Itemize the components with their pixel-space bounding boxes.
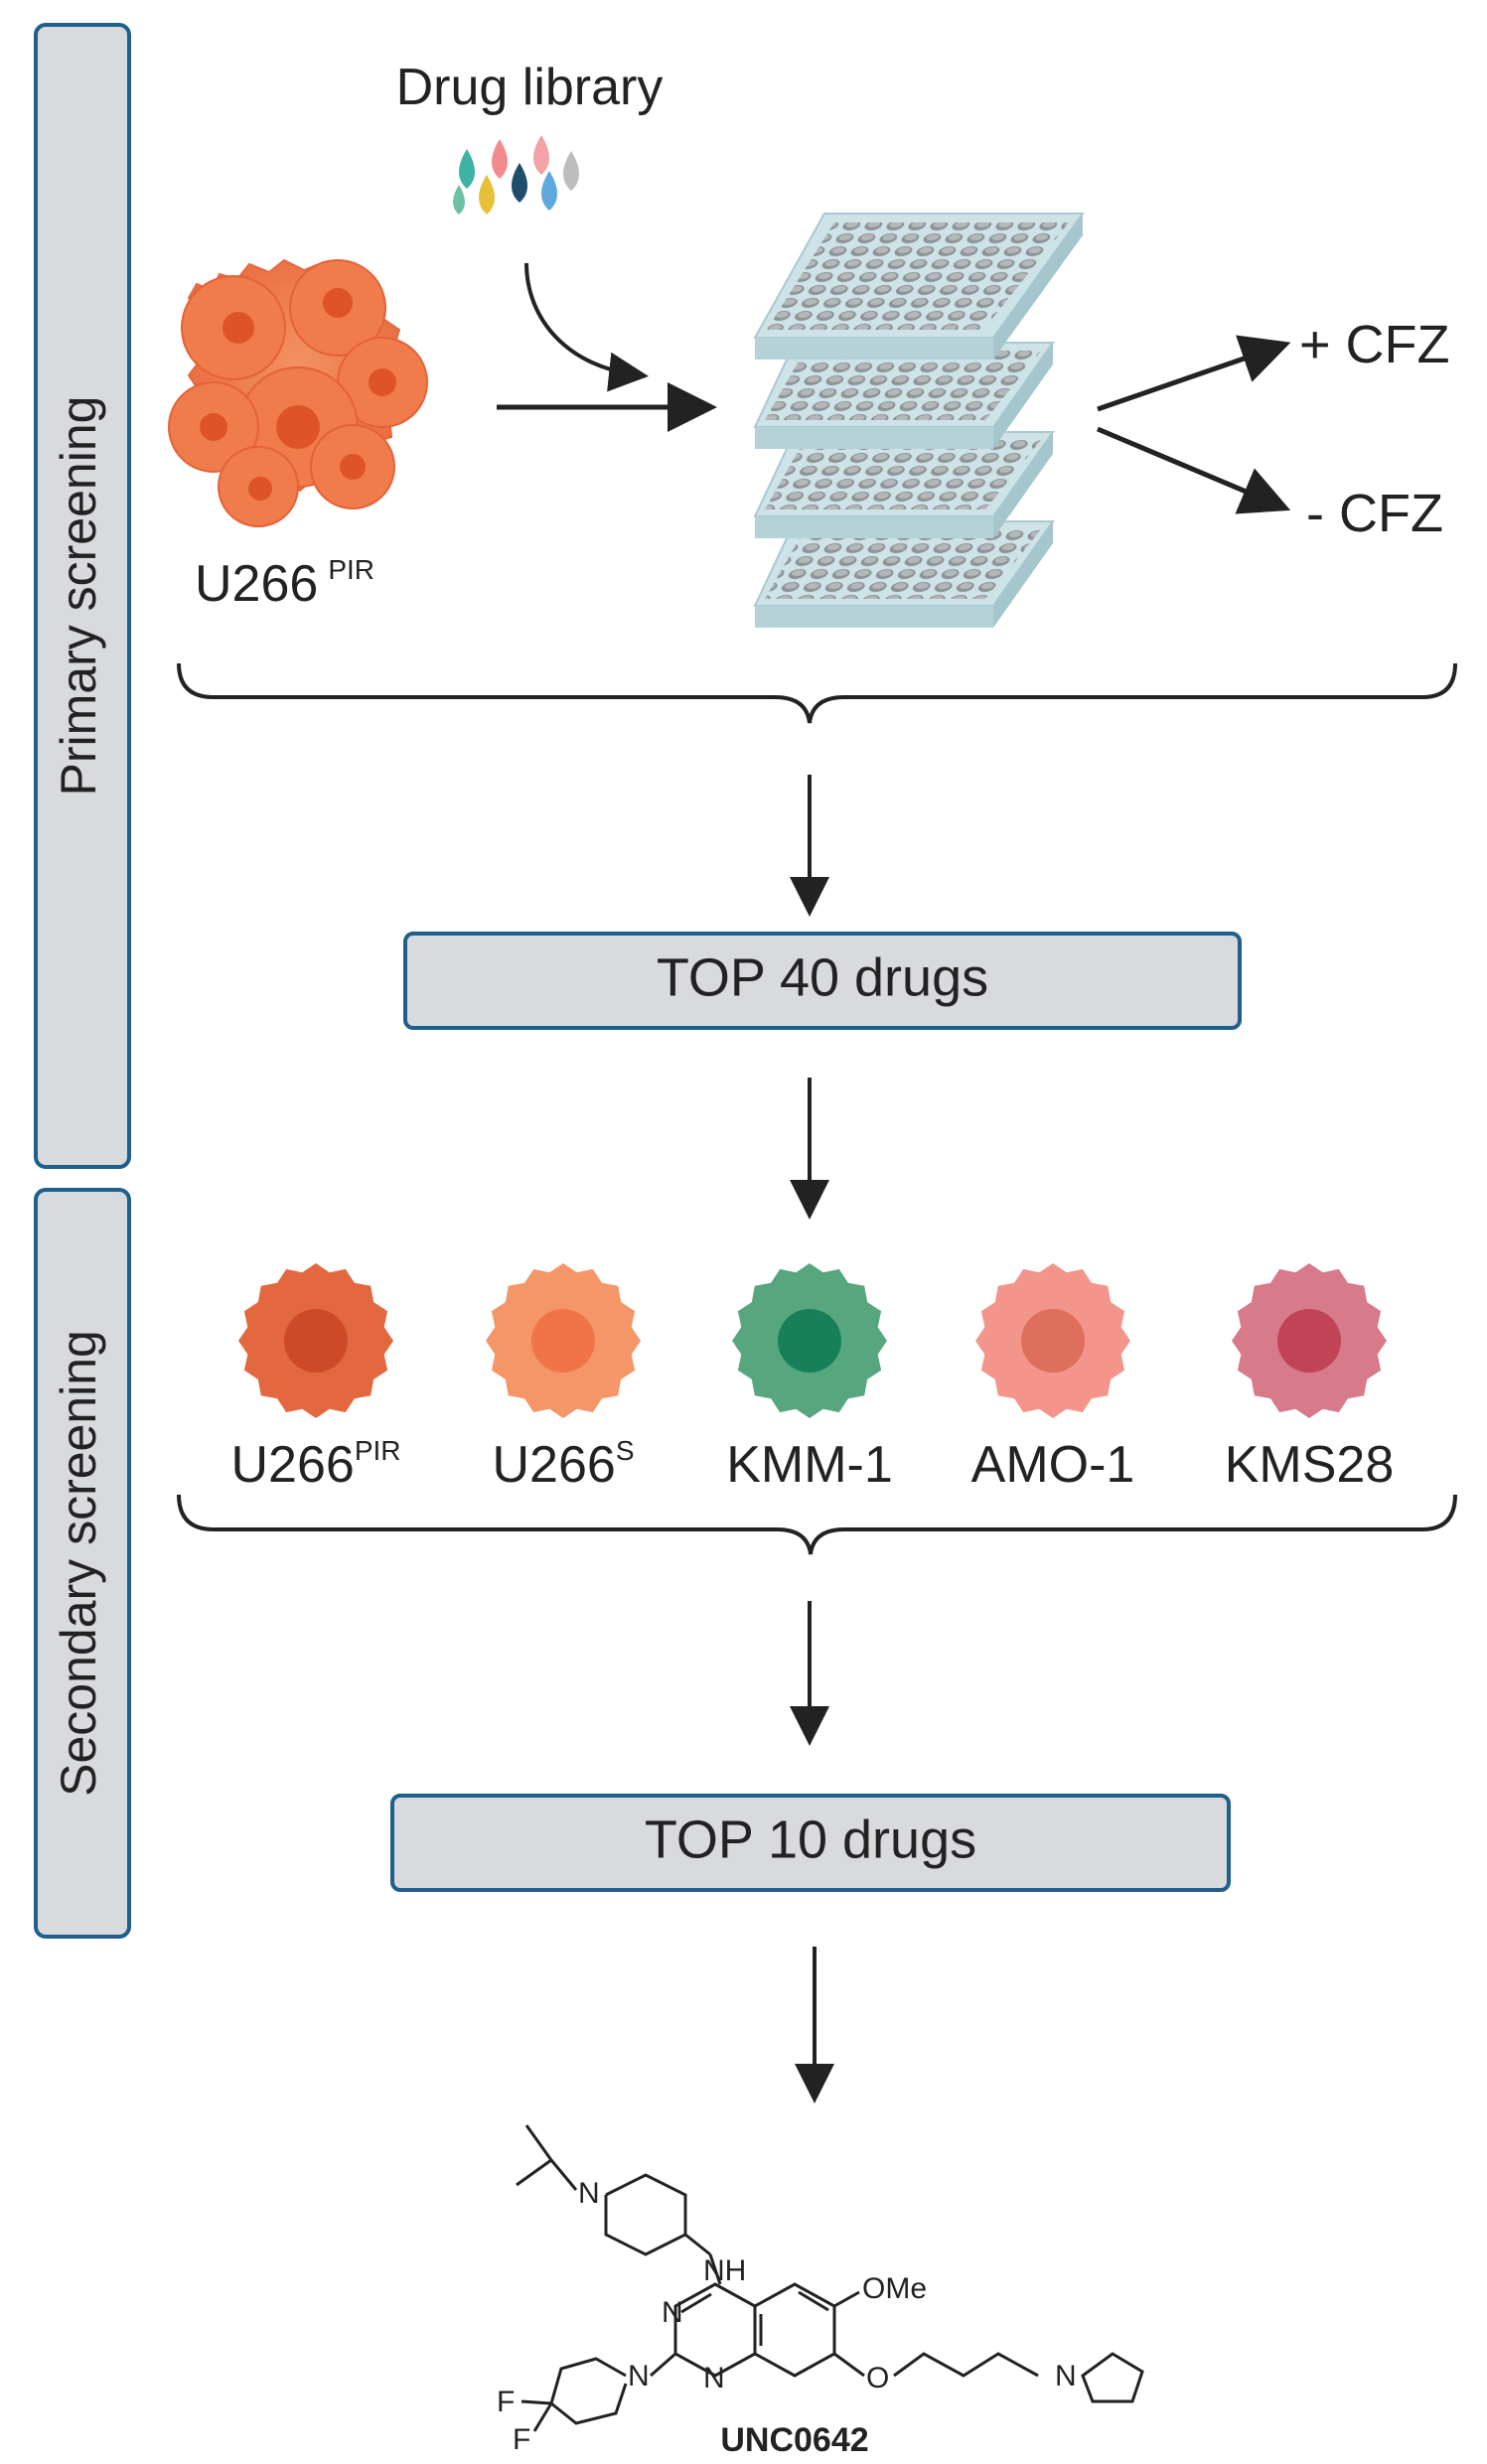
curved-arrow [524, 262, 649, 392]
top40-label: TOP 40 drugs [657, 947, 988, 1007]
secondary-cell-3: AMO-1 [971, 1263, 1135, 1494]
plate-3 [753, 431, 1055, 538]
secondary-cell-label: U266S [493, 1435, 635, 1494]
plate-2 [753, 342, 1055, 449]
u266-pir-cell-cluster-icon [168, 258, 428, 527]
cell-nucleus-icon [778, 1309, 841, 1373]
secondary-cell-label: KMM-1 [726, 1436, 893, 1494]
atom-o: O [866, 2362, 889, 2394]
multiwell-plates-stack-icon [753, 213, 1085, 628]
top40-box: TOP 40 drugs [403, 932, 1242, 1030]
secondary-cell-label: U266PIR [231, 1435, 401, 1494]
atom-f1: F [497, 2386, 515, 2418]
atom-ome: OMe [862, 2272, 927, 2305]
cell-nucleus-icon [531, 1309, 595, 1373]
section-primary-label: Primary screening [51, 396, 106, 797]
u266-pir-name: U266 [195, 555, 318, 613]
cell-nucleus-icon [1277, 1309, 1341, 1373]
cell-name: U266 [231, 1436, 355, 1494]
drug-droplets-icon [453, 135, 579, 215]
section-primary: Primary screening [34, 23, 131, 1169]
secondary-cell-label: AMO-1 [971, 1436, 1135, 1494]
plate-4 [753, 520, 1055, 628]
u266-pir-label: U266 PIR [195, 554, 374, 613]
atom-nh: NH [703, 2254, 746, 2287]
section-secondary-label: Secondary screening [51, 1330, 106, 1797]
plus-cfz-label: + CFZ [1299, 315, 1450, 374]
primary-brace [177, 662, 1457, 724]
cell-superscript: PIR [355, 1435, 401, 1466]
secondary-brace [177, 1494, 1457, 1555]
atom-n-pyrrolidine: N [1055, 2360, 1077, 2392]
minus-cfz-arrow [1097, 426, 1291, 514]
secondary-cell-2: KMM-1 [726, 1263, 893, 1494]
drug-library-label: Drug library [396, 59, 664, 116]
cell-nucleus-icon [284, 1309, 348, 1373]
secondary-cell-1: U266S [486, 1263, 641, 1494]
atom-f2: F [513, 2423, 530, 2456]
cell-name: AMO-1 [971, 1436, 1135, 1494]
cell-name: KMM-1 [726, 1436, 893, 1494]
unc0642-atom-labels: N NH OMe N N N O N F F [497, 2177, 1077, 2456]
cell-nucleus-icon [1021, 1309, 1085, 1373]
plus-cfz-arrow [1097, 335, 1291, 412]
atom-n-bottom: N [628, 2360, 650, 2392]
secondary-cell-0: U266PIR [231, 1263, 401, 1494]
u266-pir-superscript: PIR [328, 554, 374, 585]
plate-1 [753, 213, 1085, 360]
atom-nq1: N [662, 2296, 683, 2329]
secondary-cell-label: KMS28 [1225, 1436, 1395, 1494]
secondary-cell-4: KMS28 [1225, 1263, 1395, 1494]
unc0642-structure [516, 2124, 1144, 2432]
minus-cfz-label: - CFZ [1306, 484, 1443, 543]
top10-label: TOP 10 drugs [645, 1810, 976, 1869]
top10-box: TOP 10 drugs [390, 1794, 1231, 1892]
atom-n-top: N [578, 2177, 600, 2210]
section-secondary: Secondary screening [34, 1188, 131, 1939]
cell-name: KMS28 [1225, 1436, 1395, 1494]
cell-superscript: S [616, 1435, 635, 1466]
compound-name: UNC0642 [720, 2421, 868, 2459]
atom-nq2: N [703, 2362, 725, 2394]
cell-name: U266 [493, 1436, 616, 1494]
